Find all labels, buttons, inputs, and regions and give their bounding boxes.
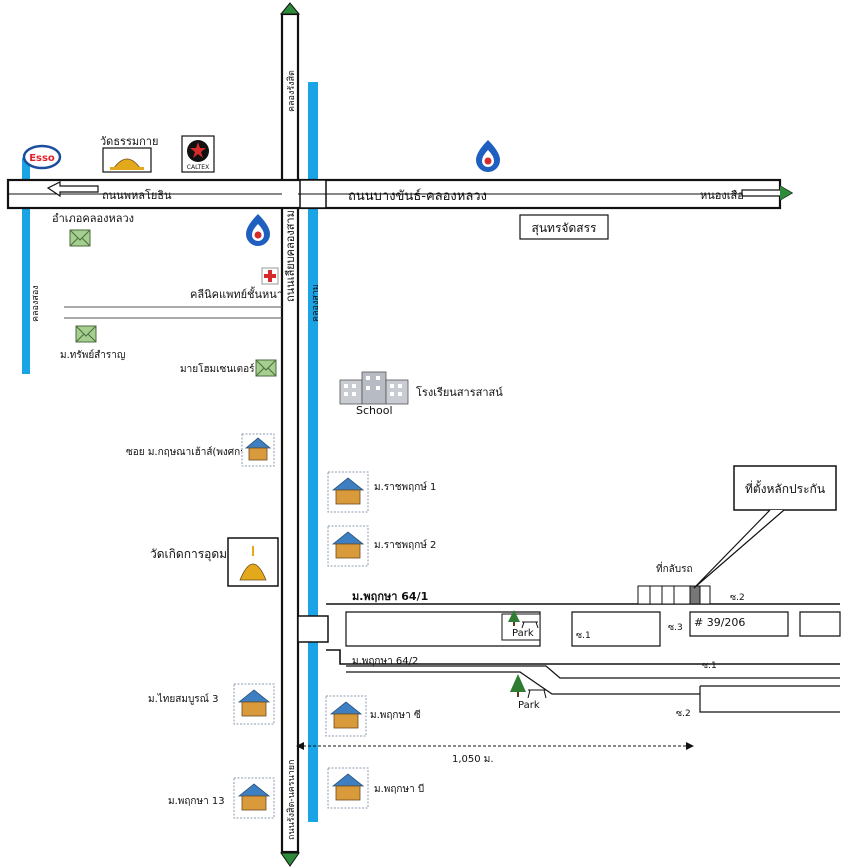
center-canal-label: คลองสาม bbox=[311, 284, 321, 322]
temple-icon bbox=[227, 537, 279, 587]
wat-thammakai-label: วัดธรรมกาย bbox=[100, 135, 158, 148]
sunthon-box bbox=[519, 214, 609, 240]
clinic-label: คลีนิคแพทย์ชั้นหนา bbox=[190, 286, 283, 301]
village-roads bbox=[297, 585, 841, 713]
north-arrow-icon bbox=[279, 2, 301, 15]
house-icon bbox=[327, 525, 369, 567]
collateral-plot bbox=[689, 585, 701, 605]
side-road-label: ถนนเลียบคลองสาม bbox=[284, 210, 297, 302]
wat-kerd-label: วัดเกิดการอุดม bbox=[150, 547, 227, 562]
left-canal bbox=[22, 158, 30, 374]
s2b-label: ซ.2 bbox=[676, 709, 691, 719]
amphoe-label: อำเภอคลองหลวง bbox=[52, 212, 134, 225]
pruksa13-label: ม.พฤกษา 13 bbox=[168, 796, 225, 807]
house-icon bbox=[241, 433, 275, 467]
main-road-label: ถนนบางขันธ์-คลองหลวง bbox=[348, 188, 487, 204]
mayhome-label: มายโฮมเซนเตอร์ bbox=[180, 362, 255, 375]
rat2-label: ม.ราชพฤกษ์ 2 bbox=[374, 539, 436, 551]
pitak-label: ม.ทรัพย์สำราญ bbox=[60, 349, 125, 361]
s3-label: ซ.3 bbox=[668, 623, 683, 633]
house-icon bbox=[233, 777, 275, 819]
pruksa-c-label: ม.พฤกษา ซี bbox=[370, 709, 421, 721]
south-road-label: ถนนรังสิต-นครนายก bbox=[286, 759, 297, 840]
center-canal bbox=[308, 82, 318, 822]
north-road-label: คลองรังสิต bbox=[286, 70, 297, 112]
uturn-label: ที่กลับรถ bbox=[656, 561, 693, 575]
main-soi-label: ม.พฤกษา 64/1 bbox=[352, 590, 428, 603]
east-arrow-tip-icon bbox=[780, 186, 792, 200]
left-canal-label: คลองสอง bbox=[31, 285, 41, 322]
west-road-label: ถนนพหลโยธิน bbox=[102, 188, 172, 202]
second-soi-label: ม.พฤกษา 64/2 bbox=[352, 656, 418, 667]
gas-pump-icon bbox=[476, 140, 500, 172]
park2-label: Park bbox=[518, 700, 540, 711]
east-end-label: หนองเสือ bbox=[700, 189, 744, 202]
bridge-village bbox=[297, 615, 329, 643]
gas-pump-icon bbox=[246, 214, 270, 246]
s2a-label: ซ.2 bbox=[730, 593, 745, 603]
mail-icon bbox=[75, 325, 97, 343]
temple-icon bbox=[102, 147, 152, 173]
thaisombun-label: ม.ไทยสมบูรณ์ 3 bbox=[148, 693, 218, 705]
mail-icon bbox=[255, 359, 277, 377]
distance-label: 1,050 ม. bbox=[452, 754, 494, 765]
pruksa-b-label: ม.พฤกษา บี bbox=[374, 783, 424, 795]
house-icon bbox=[325, 695, 367, 737]
house-icon bbox=[327, 767, 369, 809]
esso-label: Esso bbox=[29, 153, 55, 164]
house-icon bbox=[233, 683, 275, 725]
esso-station: Esso bbox=[22, 144, 62, 170]
s1a-label: ซ.1 bbox=[576, 631, 591, 641]
side-road-strip bbox=[280, 12, 300, 854]
school-building-icon bbox=[339, 371, 409, 405]
school-word-label: School bbox=[356, 404, 393, 417]
park1-box bbox=[501, 613, 541, 641]
park-tree-icon bbox=[510, 674, 547, 699]
mail-icon bbox=[69, 229, 91, 247]
esso-logo-icon bbox=[22, 144, 62, 170]
house-no-label: # 39/206 bbox=[694, 616, 745, 629]
house-icon bbox=[327, 471, 369, 513]
red-cross-icon bbox=[261, 267, 279, 285]
s1b-label: ซ.1 bbox=[702, 661, 717, 671]
callout-label: ที่ตั้งหลักประกัน bbox=[745, 480, 825, 496]
school-name-label: โรงเรียนสารสาสน์ bbox=[416, 385, 503, 399]
distance-line bbox=[296, 742, 694, 750]
caltex-station: CALTEX bbox=[181, 135, 215, 173]
park1-label: Park bbox=[512, 628, 534, 639]
south-arrow-icon bbox=[280, 852, 300, 867]
park-tree-icon bbox=[508, 610, 539, 629]
sunthon-label: สุนทรจัดสรร bbox=[532, 221, 597, 236]
west-arrow-icon bbox=[46, 181, 99, 198]
soi-label: ซอย ม.กฤษณาเฮ้าส์(พงศกร) bbox=[126, 446, 250, 458]
caltex-label: CALTEX bbox=[187, 164, 209, 171]
callout bbox=[693, 465, 837, 589]
rat1-label: ม.ราชพฤกษ์ 1 bbox=[374, 481, 436, 493]
